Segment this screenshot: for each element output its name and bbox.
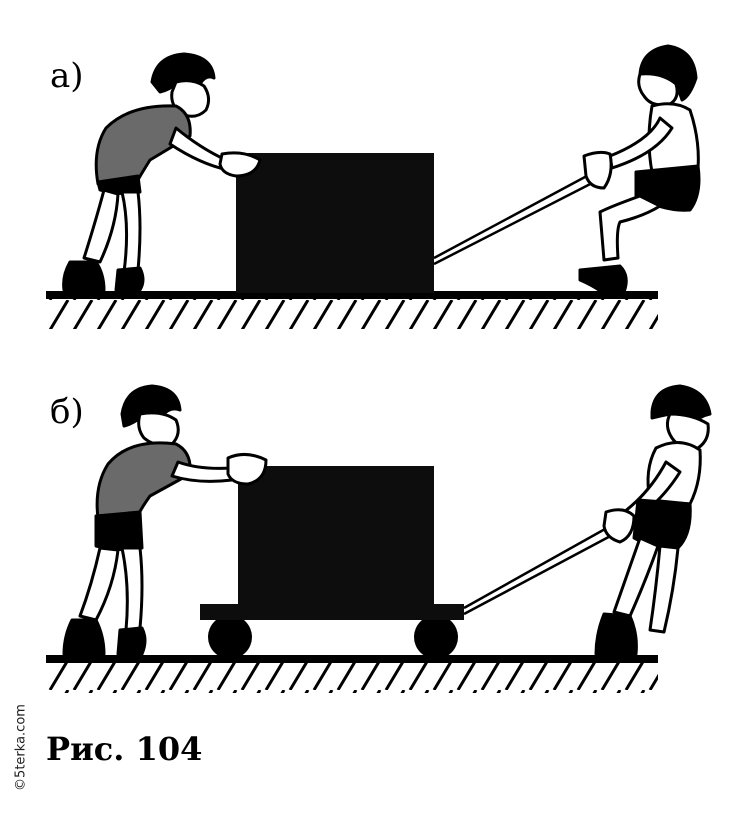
panel-a-label: а): [50, 56, 84, 96]
shoes: [62, 618, 147, 656]
glove: [226, 453, 268, 486]
face: [137, 411, 180, 447]
glove: [218, 151, 262, 178]
pulling-child-b: [594, 384, 712, 656]
shoes: [62, 260, 145, 292]
ground-hatch-a: [46, 299, 658, 329]
rope-b: [463, 522, 619, 616]
figure-caption: Рис. 104: [46, 730, 203, 768]
watermark: ©5terka.com: [13, 704, 29, 791]
box-b: [238, 466, 434, 606]
panel-a: [46, 44, 701, 329]
pulling-child-a: [578, 44, 701, 294]
shirt: [95, 441, 192, 520]
ground-a: [46, 291, 658, 299]
ground-hatch-b: [46, 663, 658, 693]
ground-b: [46, 655, 658, 663]
arm: [170, 460, 234, 483]
cart-wheel-right: [414, 615, 458, 659]
pushing-child-b: [62, 384, 268, 656]
shoes: [594, 612, 638, 656]
hair: [120, 384, 182, 428]
shorts: [94, 510, 144, 552]
shirt: [94, 104, 192, 186]
glove: [582, 150, 613, 190]
cart-wheel-left: [208, 615, 252, 659]
glove: [602, 508, 636, 544]
legs: [82, 188, 142, 274]
box-a: [236, 153, 434, 293]
pushing-child-a: [62, 52, 262, 292]
cart-platform: [200, 604, 464, 620]
legs: [598, 194, 662, 262]
panel-b: [46, 384, 712, 693]
shoes: [578, 264, 628, 294]
panel-b-label: б): [50, 392, 84, 432]
legs: [78, 546, 144, 632]
hair: [638, 44, 698, 102]
rope-a: [433, 168, 603, 266]
